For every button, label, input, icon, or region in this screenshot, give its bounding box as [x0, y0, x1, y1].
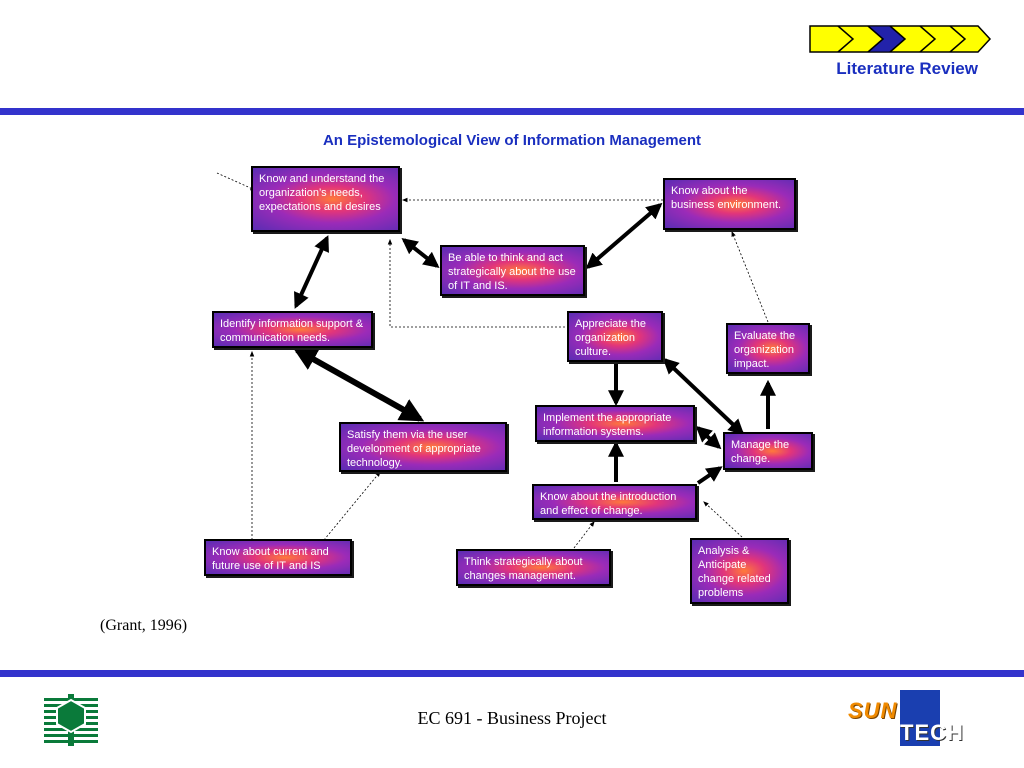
arrow-implement-manage	[695, 425, 722, 450]
dotted-arrow-appreciate-understand	[387, 238, 565, 328]
node-analysis-anticipate: Analysis & Anticipate change related pro…	[690, 538, 789, 604]
node-think-change-mgmt: Think strategically about changes manage…	[456, 549, 611, 586]
suntech-logo-icon: SUN TECH	[842, 688, 982, 750]
node-implement-systems: Implement the appropriate information sy…	[535, 405, 695, 442]
dotted-arrow-analysis-change	[703, 501, 743, 538]
institution-logo-icon	[42, 694, 100, 746]
progress-chevrons-icon	[809, 25, 992, 53]
arrow-understand-think	[401, 238, 440, 268]
node-know-business: Know about the business environment.	[663, 178, 796, 230]
node-know-current-future: Know about current and future use of IT …	[204, 539, 352, 576]
arrow-identify-satisfy	[292, 347, 425, 422]
node-think-strategically-it: Be able to think and act strategically a…	[440, 245, 585, 296]
footer-text: EC 691 - Business Project	[417, 708, 607, 728]
dotted-arrow-think-change	[573, 521, 595, 549]
logo-text-bottom: TECH	[900, 720, 964, 745]
node-satisfy-users: Satisfy them via the user development of…	[339, 422, 507, 472]
arrow-understand-identify	[294, 235, 329, 309]
dotted-arrow-evaluate-business	[731, 230, 769, 323]
header-divider	[0, 108, 1024, 115]
footer-divider	[0, 670, 1024, 677]
node-evaluate-impact: Evaluate the organization impact.	[726, 323, 810, 374]
node-know-change: Know about the introduction and effect o…	[532, 484, 697, 520]
node-know-understand: Know and understand the organization’s n…	[251, 166, 400, 232]
dotted-arrow-current-satisfy	[323, 471, 381, 541]
node-appreciate-culture: Appreciate the organization culture.	[567, 311, 663, 362]
diagram-title: An Epistemological View of Information M…	[322, 132, 702, 149]
section-title: Literature Review	[836, 59, 978, 78]
dotted-arrow-to-understand	[216, 172, 257, 191]
citation: (Grant, 1996)	[100, 617, 188, 634]
node-manage-change: Manage the change.	[723, 432, 813, 470]
arrow-know-change-manage	[696, 466, 723, 485]
node-identify-info: Identify information support & communica…	[212, 311, 373, 348]
logo-text-top: SUN	[848, 698, 898, 723]
arrow-think-business	[585, 202, 663, 270]
arrow-appreciate-manage	[662, 357, 745, 436]
